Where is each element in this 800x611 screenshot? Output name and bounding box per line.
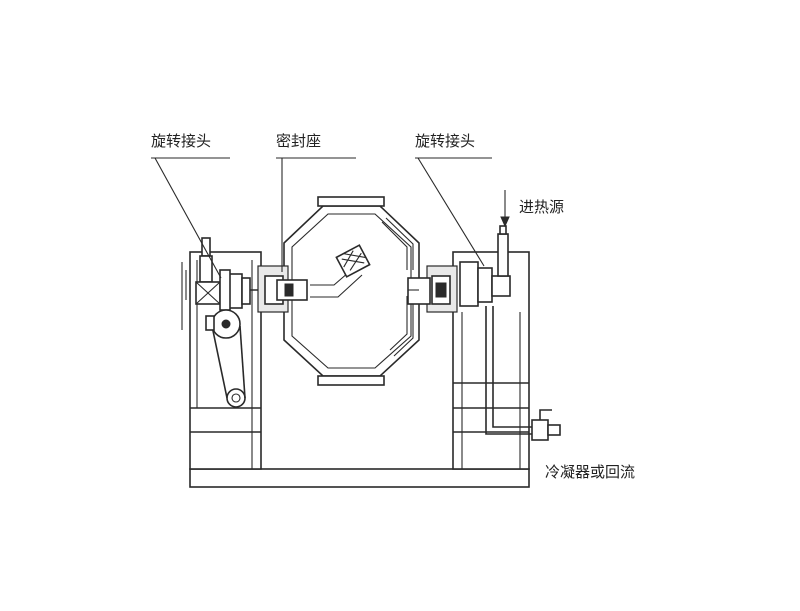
condenser-or-reflux-label: 冷凝器或回流 (545, 463, 636, 481)
seal-seat-label: 密封座 (276, 132, 322, 150)
right-rotary-joint (459, 225, 511, 307)
heat-source-in-label: 进热源 (519, 198, 565, 216)
leader-lines (151, 157, 492, 279)
rotary-joint-right-label: 旋转接头 (415, 132, 476, 150)
double-cone-vessel (283, 196, 420, 386)
condenser-outlet-pipe (485, 306, 561, 441)
vacuum-filter-head (310, 244, 371, 298)
rotary-joint-left-label: 旋转接头 (151, 132, 212, 150)
bottom-discharge (317, 375, 385, 386)
base-plate (189, 468, 530, 488)
heat-source-arrow-icon (500, 190, 510, 228)
drive-belt (205, 309, 246, 408)
top-manhole (317, 196, 385, 207)
right-shaft-seal-assembly (407, 265, 458, 313)
left-rotary-joint (181, 237, 231, 330)
